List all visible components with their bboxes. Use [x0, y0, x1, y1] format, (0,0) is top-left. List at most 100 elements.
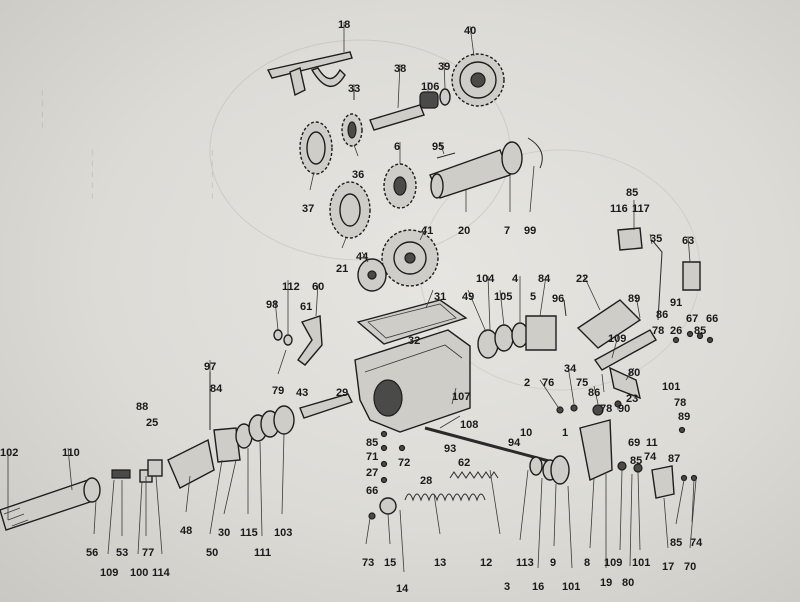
part-number-label: 11: [646, 437, 658, 449]
part-number-label: 101: [662, 381, 680, 393]
part-bearing-106: [419, 91, 439, 109]
part-number-label: 100: [130, 567, 148, 579]
part-number-label: 28: [420, 475, 432, 487]
part-number-label: 94: [508, 437, 521, 449]
part-number-label: 99: [524, 225, 536, 237]
part-driveshaft-110: [0, 477, 101, 531]
part-arm-22: [576, 299, 642, 349]
part-number-label: 85: [366, 437, 378, 449]
part-number-label: 116: [610, 203, 628, 215]
part-number-label: 74: [644, 451, 657, 463]
part-number-label: 9: [550, 557, 556, 569]
part-number-label: 75: [576, 377, 588, 389]
part-hub-44: [357, 258, 387, 292]
part-number-label: 30: [218, 527, 230, 539]
part-number-label: 78: [652, 325, 664, 337]
part-shaft-38: [369, 104, 425, 131]
part-number-label: 15: [384, 557, 396, 569]
part-number-label: 43: [296, 387, 308, 399]
part-number-label: 80: [622, 577, 634, 589]
part-number-label: 80: [628, 367, 640, 379]
part-plate-17: [651, 465, 675, 499]
svg-text:— — — — —: — — — — —: [207, 149, 217, 199]
leader-lines: [7, 22, 697, 573]
part-number-label: 12: [480, 557, 492, 569]
part-number-label: 88: [136, 401, 148, 413]
part-number-label: 4: [512, 273, 519, 285]
part-bracket-116: [617, 227, 643, 251]
part-number-label: 41: [421, 225, 433, 237]
part-number-label: 108: [460, 419, 478, 431]
part-number-label: 109: [608, 333, 626, 345]
part-number-label: 22: [576, 273, 588, 285]
part-number-label: 3: [504, 581, 510, 593]
part-number-label: 50: [206, 547, 218, 559]
part-number-label: 48: [180, 525, 192, 537]
svg-text:— — — —: — — — —: [37, 89, 47, 128]
part-number-label: 6: [394, 141, 400, 153]
part-number-label: 60: [312, 281, 324, 293]
part-number-label: 91: [670, 297, 682, 309]
part-number-label: 19: [600, 577, 612, 589]
part-number-label: 31: [434, 291, 446, 303]
part-number-label: 61: [300, 301, 312, 313]
part-number-label: 115: [240, 527, 258, 539]
part-shaft-43: [299, 393, 353, 419]
part-number-label: 93: [444, 443, 456, 455]
part-number-label: 87: [668, 453, 680, 465]
part-number-label: 85: [694, 325, 706, 337]
part-number-label: 101: [562, 581, 580, 593]
part-number-label: 25: [146, 417, 158, 429]
part-number-label: 97: [204, 361, 216, 373]
part-number-label: 95: [432, 141, 444, 153]
part-washer-15: [379, 497, 397, 515]
part-number-label: 66: [706, 313, 718, 325]
part-number-label: 67: [686, 313, 698, 325]
part-number-label: 78: [600, 403, 612, 415]
part-sleeve-63: [682, 261, 701, 291]
part-number-label: 72: [398, 457, 410, 469]
part-number-label: 77: [142, 547, 154, 559]
part-gear-40: [451, 53, 505, 107]
part-number-label: 2: [524, 377, 530, 389]
part-number-label: 56: [86, 547, 98, 559]
part-yoke-48: [167, 438, 215, 489]
part-number-label: 114: [152, 567, 171, 579]
part-number-label: 107: [452, 391, 470, 403]
part-number-label: 29: [336, 387, 348, 399]
part-number-label: 110: [62, 447, 80, 459]
part-number-label: 85: [626, 187, 638, 199]
part-number-label: 20: [458, 225, 470, 237]
part-number-label: 36: [352, 169, 364, 181]
part-number-label: 69: [628, 437, 640, 449]
part-spring-13: [404, 493, 486, 502]
part-ring-39: [439, 88, 451, 106]
part-number-label: 102: [0, 447, 18, 459]
part-number-label: 16: [532, 581, 544, 593]
part-number-label: 38: [394, 63, 406, 75]
part-number-label: 76: [542, 377, 554, 389]
part-number-label: 85: [630, 455, 642, 467]
part-number-label: 40: [464, 25, 476, 37]
part-number-label: 49: [462, 291, 474, 303]
part-number-label: 111: [254, 547, 271, 559]
part-number-label: 17: [662, 561, 674, 573]
part-number-label: 44: [356, 251, 369, 263]
part-lever-61: [297, 315, 323, 366]
part-number-label: 23: [626, 393, 638, 405]
part-seal-105: [494, 324, 514, 352]
part-number-label: 105: [494, 291, 512, 303]
part-number-label: 13: [434, 557, 446, 569]
part-flange-84: [525, 315, 557, 351]
part-ring-7: [501, 141, 523, 175]
part-number-label: 89: [628, 293, 640, 305]
part-number-label: 37: [302, 203, 314, 215]
part-number-label: 101: [632, 557, 650, 569]
part-number-label: 109: [604, 557, 622, 569]
part-number-label: 53: [116, 547, 128, 559]
part-number-label: 39: [438, 61, 450, 73]
part-bracket-8: [579, 419, 613, 482]
part-number-label: 1: [562, 427, 568, 439]
